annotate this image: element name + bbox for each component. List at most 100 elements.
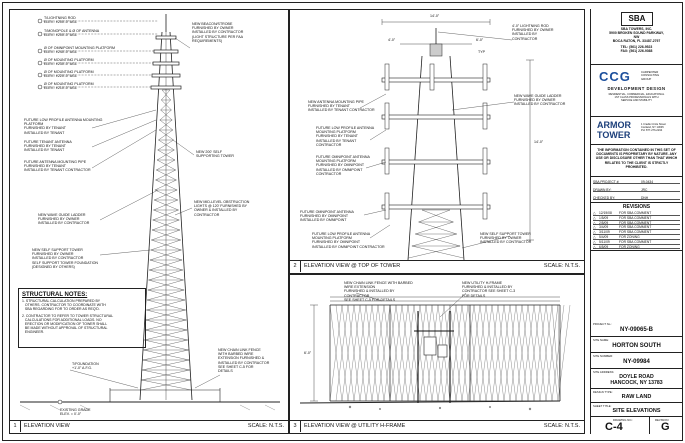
structural-note-1: 1. STRUCTURAL CALCULATION PREPARED BY OT… [22,299,106,312]
revision-desc: FOR SBA COMMENT [619,211,652,215]
disclaimer-text: THE INFORMATION CONTAINED IN THIS SET OF… [595,148,678,169]
revision-row: △12/19/08 FOR SBA COMMENT [593,211,680,216]
sheet-title: SITE ELEVATIONS [612,408,661,414]
structural-notes-title: STRUCTURAL NOTES: [22,292,88,298]
revision-no: △ [593,220,596,225]
sba-logo: SBA [621,12,653,26]
dim-mid: 6'-0" [476,38,484,42]
view-title: ELEVATION VIEW @ TOP OF TOWER [304,263,401,269]
view-scale: SCALE: N.T.S. [543,263,580,269]
structural-note-2: 2. CONTRACTOR TO REFER TO TOWER STRUCTUR… [22,313,114,335]
utility-hframe-view-panel: NEW CHAIN LINK FENCE WITH BARBED WIRE EX… [289,274,585,434]
note-chain-link-fence: NEW CHAIN LINK FENCE WITH BARBED WIRE EX… [218,348,270,374]
dev-design-name: DEVELOPMENT DESIGN [607,86,666,91]
dim-side: 14'-0" [534,140,544,144]
sba-company-name: SBA TOWERS, INC. [620,27,653,31]
elev-label-omnipoint-platform: Ø OF OMNIPOINT MOUNTING PLATFORM ELEV.: … [44,46,115,55]
info-row-checked: CHECKED BY: DNH [593,196,680,200]
site-number-label: SITE NUMBER: [593,354,613,358]
note-beacon-strobe: NEW BEACON/STROBE FURNISHED BY OWNER INS… [192,22,244,43]
view-title-bar-3: 3 ELEVATION VIEW @ UTILITY H-FRAME SCALE… [290,420,584,433]
note-antenna-mounting-pipe: NEW ANTENNA MOUNTING PIPE FURNISHED BY T… [308,100,375,113]
view-title: ELEVATION VIEW [24,423,70,429]
revision-desc: FOR SBA COMMENT [619,230,652,235]
revision-no: △ [593,211,596,215]
ccg-logo: CCG [599,69,631,84]
view-scale: SCALE: N.T.S. [543,423,580,429]
note-lightning-rod: 4'-0" LIGHTNING ROD FURNISHED BY OWNER I… [512,24,554,41]
note-low-profile-platform: FUTURE LOW PROFILE ANTENNA MOUNTING PLAT… [316,126,375,147]
info-rows-block: SBA PROJECT #: 09-0434 DRAWN BY: JRC CHE… [591,177,682,203]
sba-logo-text: SBA [628,14,646,23]
note-top-wave-guide: NEW WAVE GUIDE LADDER FURNISHED BY OWNER… [514,94,566,107]
revision-date: 2/5/09 [599,220,609,225]
top-of-tower-view-panel: 14'-0" 4'-0" 6'-0" TYP 14'-0" NEW ANTENN… [289,9,585,274]
elev-label-platform-3: Ø OF MOUNTING PLATFORM ELEV.: ±210'-0" A… [44,82,94,91]
site-name: HORTON SOUTH [612,343,661,349]
site-address-label: SITE ADDRESS: [593,370,615,374]
info-row-drawn: DRAWN BY: JRC [593,188,680,192]
view-title-bar-1: 1 ELEVATION VIEW SCALE: N.T.S. [10,420,288,433]
revisions-title: REVISIONS [622,204,651,210]
view-number: 2 [290,261,301,272]
note-low-profile-omnipoint: FUTURE LOW PROFILE ANTENNA MOUNTING PLAT… [312,232,385,249]
sba-block: SBA SBA TOWERS, INC. 5900 BROKEN SOUND P… [591,9,682,65]
sba-address: 5900 BROKEN SOUND PARKWAY, NW BOCA RATON… [609,31,664,43]
elev-label-lightning-rod: T/LIGHTNING ROD ELEV.: ±200'-0" AGL [44,16,77,25]
site-address-block: SITE ADDRESS: DOYLE ROAD HANCOCK, NY 137… [591,369,682,389]
note-top-self-support: NEW SELF SUPPORT TOWER FURNISHED BY OWNE… [480,232,532,245]
revision-desc: FOR SBA COMMENT [619,225,652,230]
view-title: ELEVATION VIEW @ UTILITY H-FRAME [304,423,406,429]
disclaimer-block: THE INFORMATION CONTAINED IN THIS SET OF… [591,145,682,177]
top-of-tower-drawing [359,19,534,261]
info-value: DNH [641,196,649,200]
note-omnipoint-platform: FUTURE OMNIPOINT ANTENNA MOUNTING PLATFO… [316,155,370,176]
project-block: PROJECT No.: NY-09065-B [591,321,682,337]
armor-logo-bottom: TOWER [597,130,631,140]
ccg-block: CCG CARPENTER CONSULTING GROUP DEVELOPME… [591,65,682,117]
revision-letter: G [661,421,670,433]
note-obstruction-lights: NEW MID-LEVEL OBSTRUCTION LIGHTS @ 120' … [194,200,250,217]
dim-top-width: 14'-0" [430,14,440,18]
view-number: 3 [290,421,301,432]
revision-desc: FOR SBA COMMENT [619,239,652,244]
revision-date: 3/4/09 [599,225,609,230]
revision-desc: FOR SBA COMMENT [619,215,652,220]
design-type-label: DESIGN TYPE: [593,390,613,394]
info-value: JRC [641,188,648,192]
info-label: CHECKED BY: [593,196,616,200]
elevation-view-panel: T/LIGHTNING ROD ELEV.: ±200'-0" AGL T/MO… [9,9,289,434]
revision-no: △ [593,230,596,235]
revision-no: △ [593,235,596,239]
info-label: SBA PROJECT #: [593,180,620,184]
revision-no: △ [593,225,596,230]
revision-row: △3/4/09 FOR SBA COMMENT [593,225,680,231]
revision-date: 5/4/09 [599,235,609,239]
note-future-tenant-antenna: FUTURE TENANT ANTENNA FURNISHED BY TENAN… [24,140,72,153]
design-type-block: DESIGN TYPE: RAW LAND [591,389,682,403]
dim-pipe-spacing: 4'-0" [388,38,396,42]
drawing-number-block: DRAWING NO.: C-4 REVISION: G [591,417,682,434]
site-name-block: SITE NAME: HORTON SOUTH [591,337,682,353]
drawing-no-label: DRAWING NO.: [613,418,633,422]
label-existing-grade: EXISTING GRADE ELEV. = 0'-0" [60,408,91,417]
note-future-antenna-pipe: FUTURE ANTENNA MOUNTING PIPE FURNISHED B… [24,160,91,173]
revision-date: 12/19/08 [599,211,612,215]
elev-label-platform-1: Ø OF MOUNTING PLATFORM ELEV.: ±230'-0" A… [44,58,94,67]
info-row-project: SBA PROJECT #: 09-0434 [593,180,680,184]
note-omnipoint-antenna: FUTURE OMNIPOINT ANTENNA FURNISHED BY OM… [300,210,354,223]
sheet-title-block: SHEET TITLE: SITE ELEVATIONS [591,403,682,417]
revision-no: △ [593,215,596,220]
note-utility-hframe: NEW UTILITY H-FRAME FURNISHED & INSTALLE… [462,281,516,298]
title-block: SBA SBA TOWERS, INC. 5900 BROKEN SOUND P… [590,9,682,434]
design-type: RAW LAND [621,394,652,400]
site-name-label: SITE NAME: [593,338,609,342]
armor-address: 1 Cradle Circle Street Cortland, NY 1304… [641,123,666,133]
drawing-divider [649,417,650,434]
revision-date: 5/11/09 [599,239,610,244]
revision-no: △ [593,244,596,249]
elev-label-platform-2: Ø OF MOUNTING PLATFORM ELEV.: ±220'-0" A… [44,70,94,79]
